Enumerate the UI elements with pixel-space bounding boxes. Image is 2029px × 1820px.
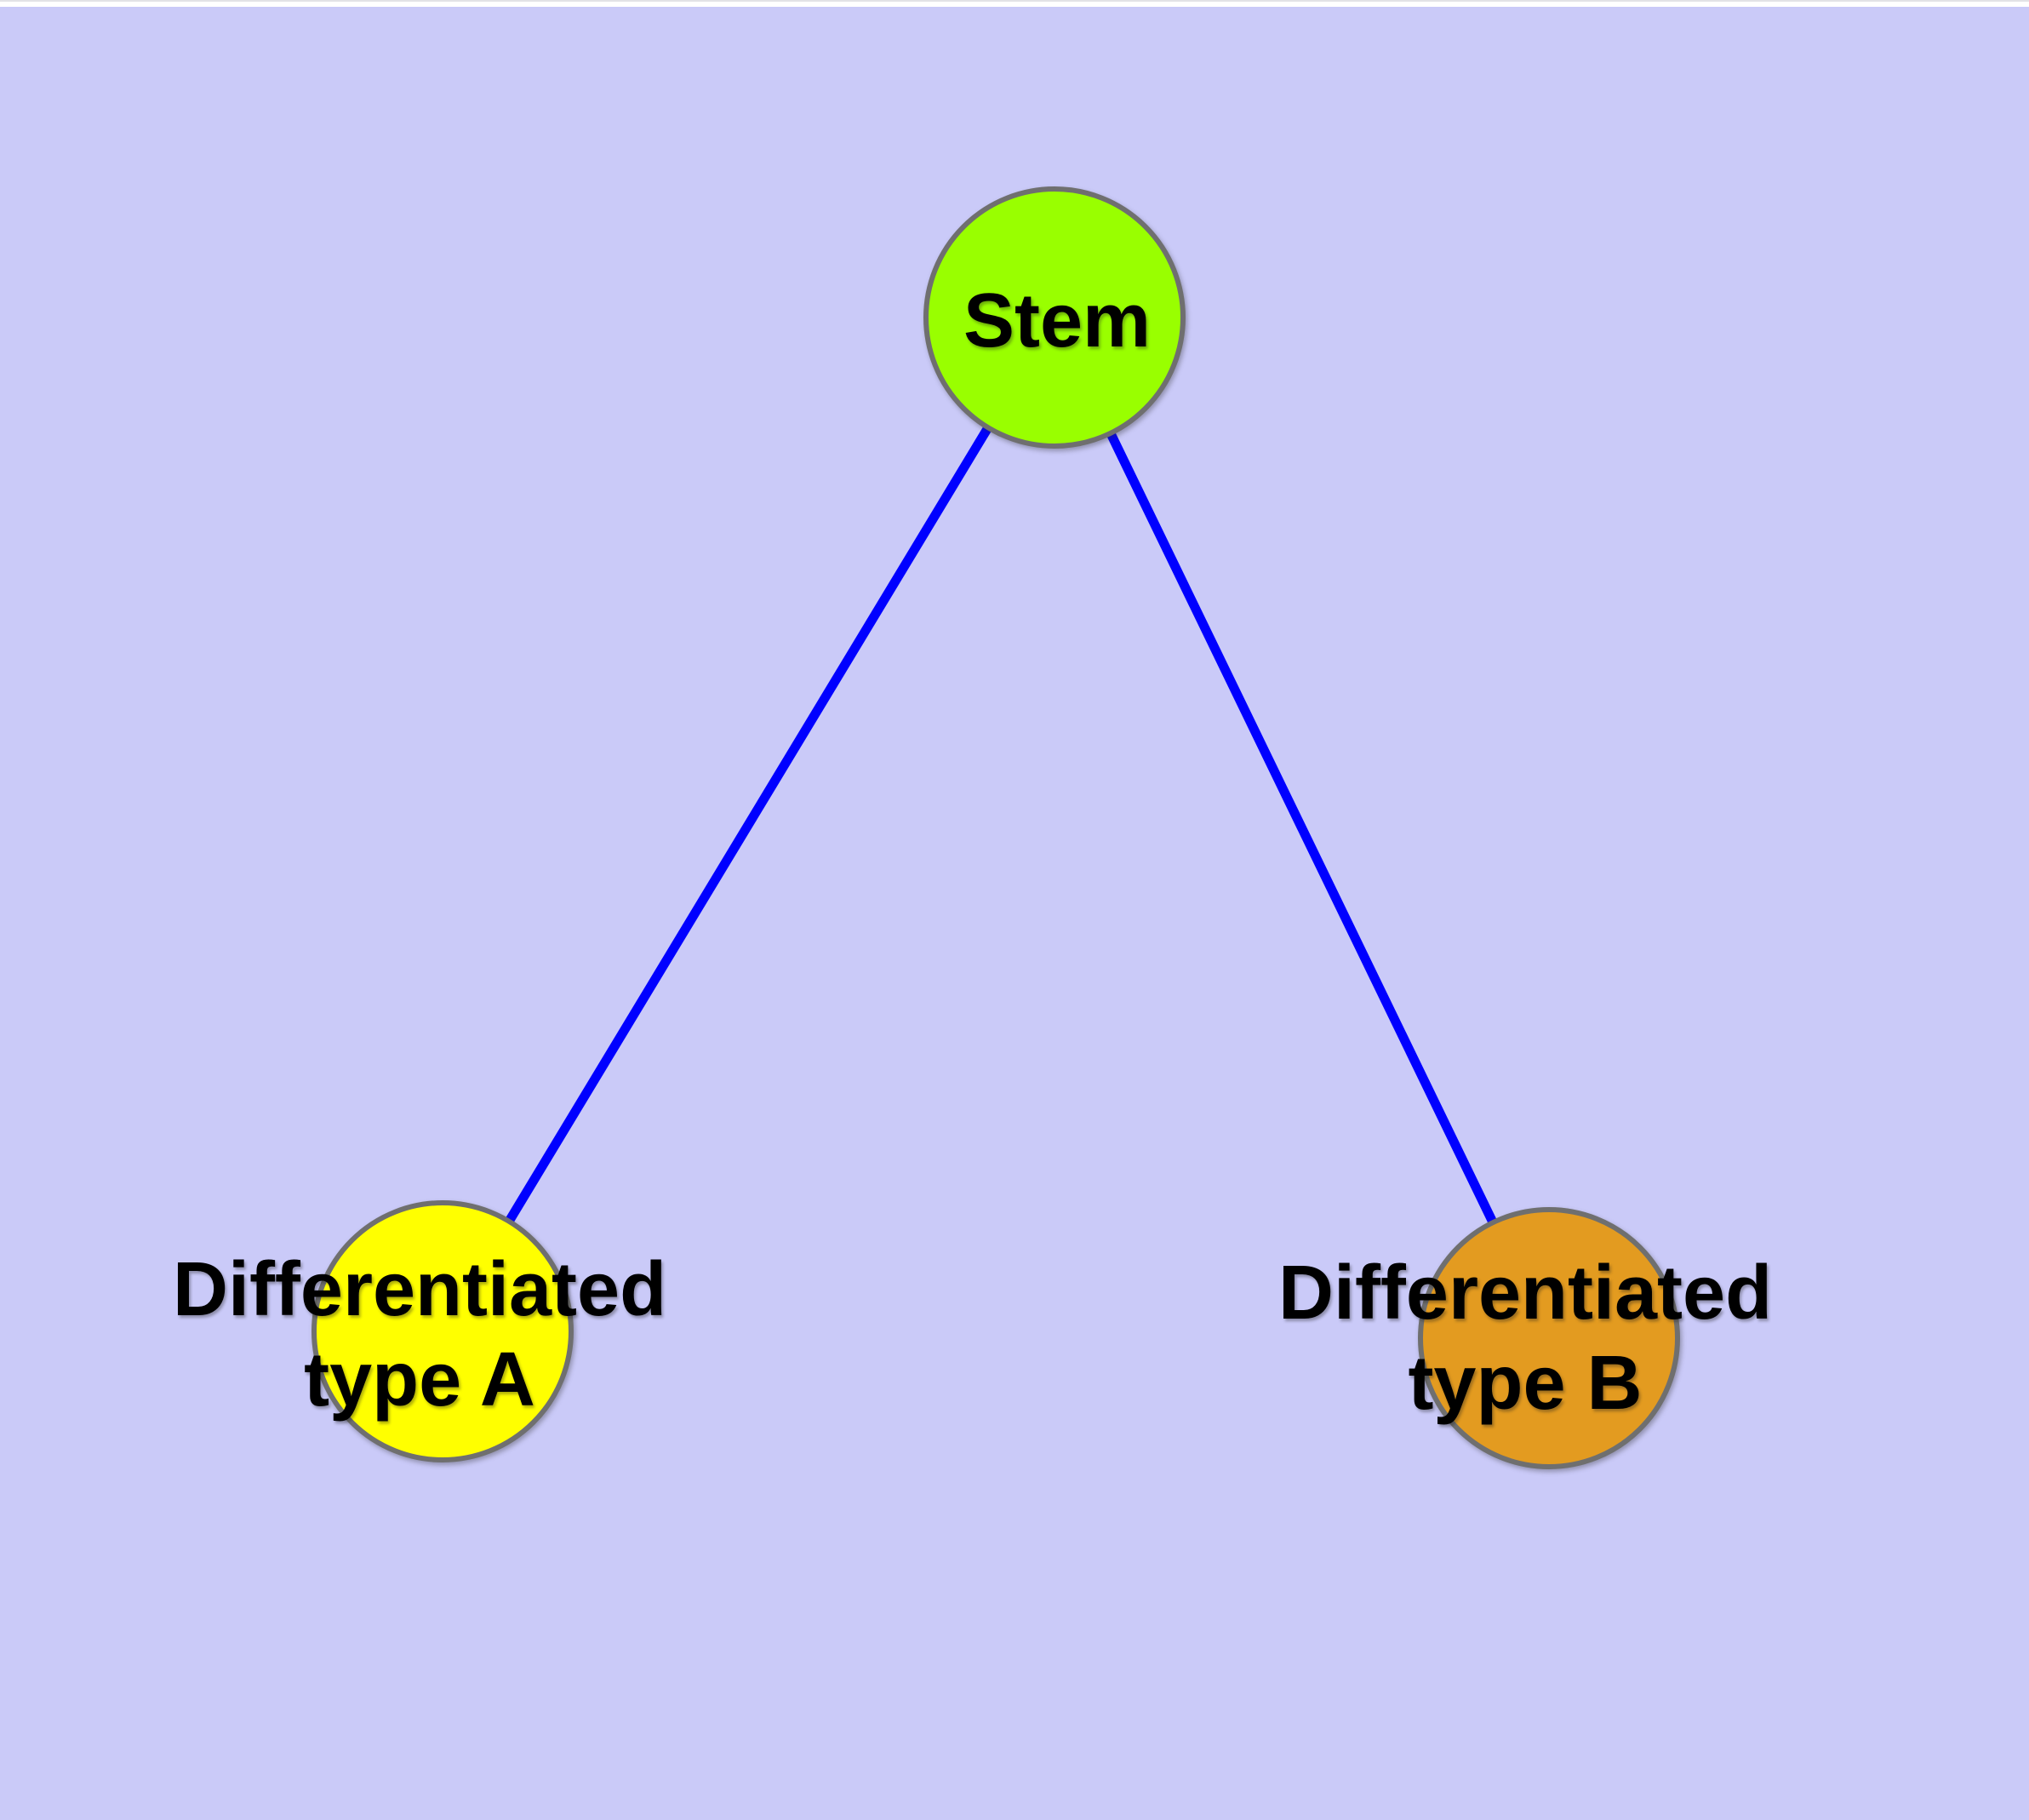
node-differentiated-type-b-label: Differentiated type B bbox=[1278, 1248, 1772, 1428]
edge-stem-to-type-a bbox=[438, 315, 1059, 1334]
node-differentiated-type-a bbox=[311, 1200, 574, 1462]
node-differentiated-type-a-label-line2: type A bbox=[304, 1337, 535, 1422]
node-differentiated-type-b bbox=[1418, 1207, 1680, 1469]
node-stem-label: Stem bbox=[963, 276, 1151, 366]
node-stem-label-line1: Stem bbox=[963, 278, 1152, 363]
node-differentiated-type-a-label-line1: Differentiated bbox=[172, 1246, 667, 1332]
window-top-edge bbox=[0, 0, 2029, 7]
node-stem bbox=[923, 186, 1186, 449]
node-differentiated-type-b-label-line2: type B bbox=[1408, 1341, 1643, 1426]
node-differentiated-type-a-label: Differentiated type A bbox=[173, 1245, 666, 1425]
edge-stem-to-type-b bbox=[1050, 315, 1553, 1341]
node-differentiated-type-b-label-line1: Differentiated bbox=[1277, 1250, 1773, 1336]
